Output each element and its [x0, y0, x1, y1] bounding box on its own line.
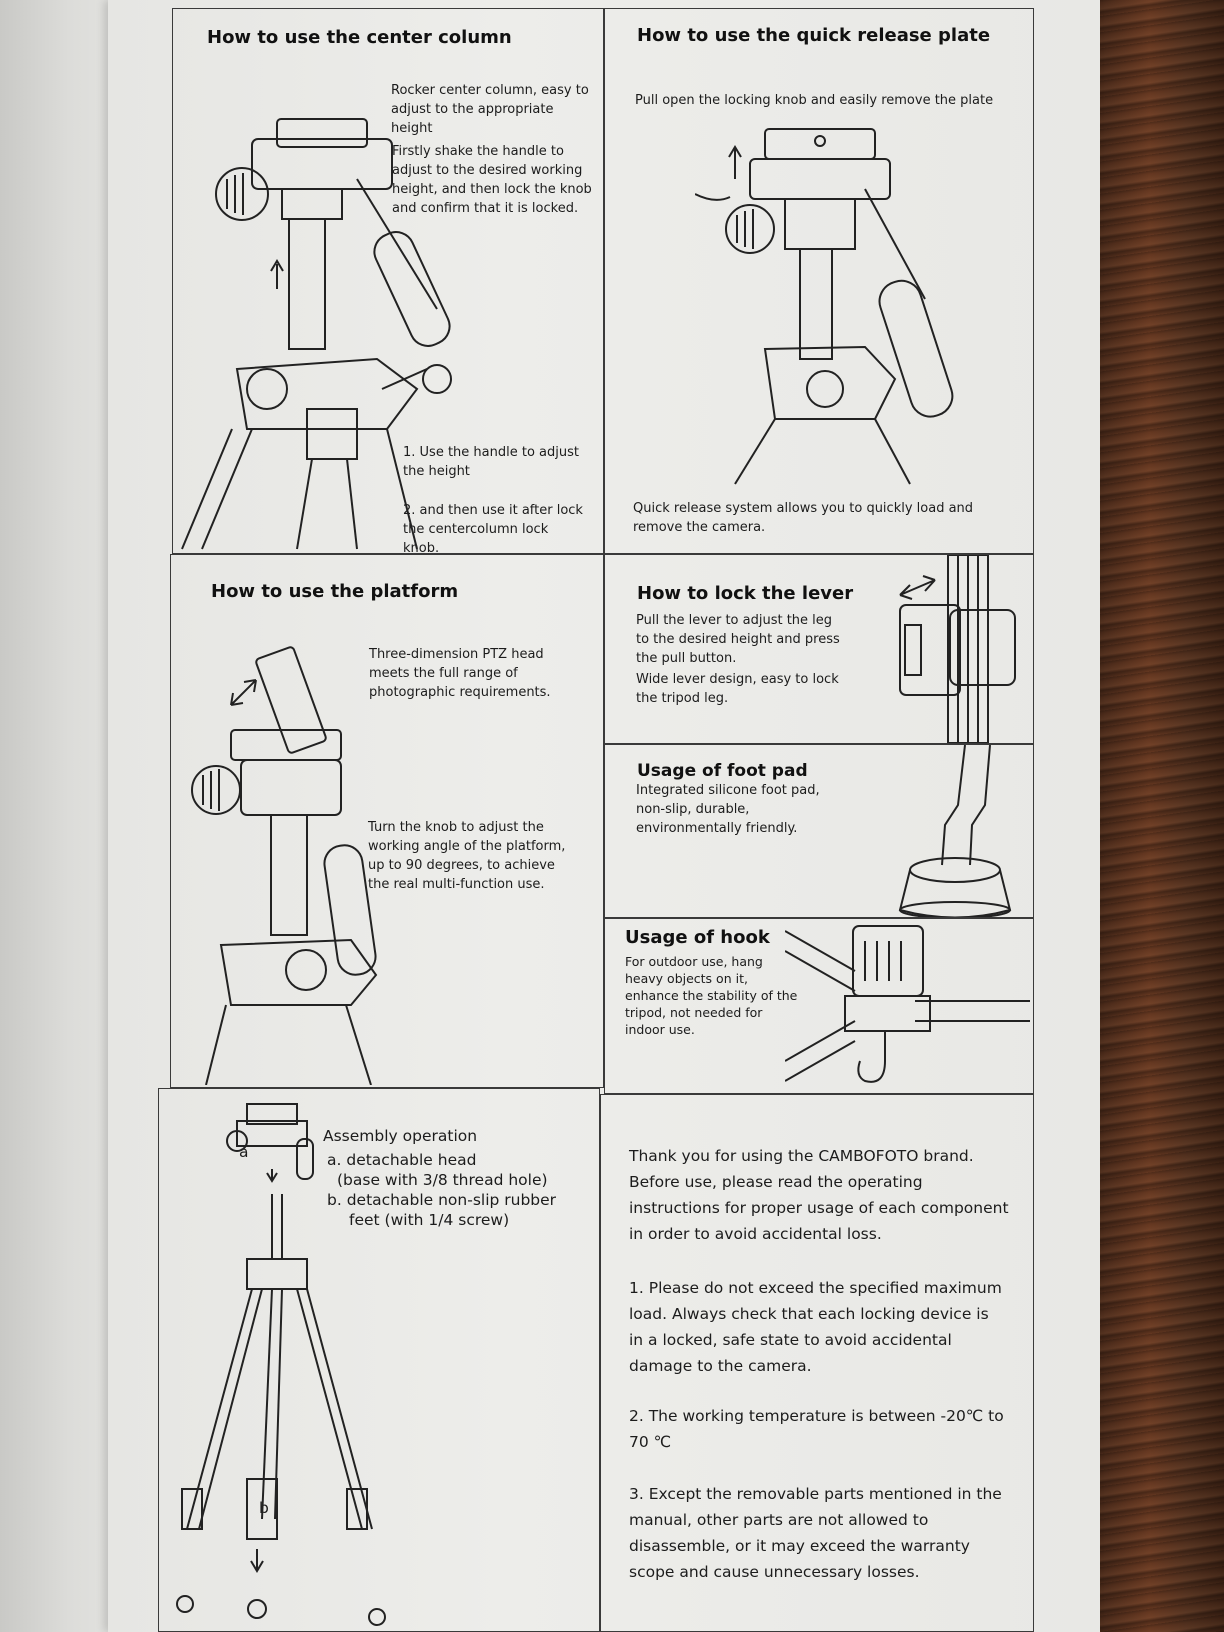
- lever-panel: How to lock the lever Pull the lever to …: [604, 554, 1034, 744]
- assembly-title: Assembly operation: [323, 1127, 478, 1145]
- tripod-hook-drawing: [785, 921, 1030, 1093]
- tripod-head-center-column-drawing: [177, 109, 477, 553]
- center-column-title: How to use the center column: [207, 27, 512, 48]
- assembly-item-a: a. detachable head: [327, 1151, 477, 1169]
- quick-release-desc1: Pull open the locking knob and easily re…: [635, 93, 994, 108]
- assembly-label-a: a: [239, 1143, 249, 1161]
- manual-sheet: How to use the center column Rocker cent…: [108, 0, 1100, 1632]
- center-column-desc1: Rocker center column, easy to adjust to …: [391, 83, 589, 136]
- center-column-desc2: Firstly shake the handle to adjust to th…: [392, 144, 592, 216]
- notes-item-1: 1. Please do not exceed the specified ma…: [629, 1279, 1002, 1375]
- quick-release-title: How to use the quick release plate: [637, 25, 991, 46]
- foot-pad-drawing: [890, 745, 1030, 917]
- lever-title: How to lock the lever: [637, 583, 854, 604]
- tripod-platform-drawing: [181, 645, 381, 1085]
- quick-release-panel: How to use the quick release plate Pull …: [604, 8, 1034, 554]
- lever-desc2: Wide lever design, easy to lock the trip…: [636, 672, 839, 706]
- assembly-panel: Assembly operation a. detachable head (b…: [158, 1088, 600, 1632]
- lever-desc1: Pull the lever to adjust the leg to the …: [636, 613, 840, 666]
- hook-desc: For outdoor use, hang heavy objects on i…: [625, 954, 798, 1037]
- assembly-item-a2: (base with 3/8 thread hole): [337, 1171, 548, 1189]
- hook-title: Usage of hook: [625, 927, 770, 948]
- center-column-panel: How to use the center column Rocker cent…: [172, 8, 604, 556]
- quick-release-plate-drawing: [695, 119, 985, 489]
- tripod-assembly-drawing: [167, 1099, 387, 1629]
- wood-table-background: [1100, 0, 1224, 1632]
- notes-panel: Thank you for using the CAMBOFOTO brand.…: [600, 1094, 1034, 1632]
- assembly-item-b2: feet (with 1/4 screw): [349, 1211, 510, 1229]
- foot-pad-desc: Integrated silicone foot pad, non-slip, …: [636, 783, 820, 836]
- platform-panel: How to use the platform Three-dimension …: [170, 554, 604, 1088]
- left-page-edge: [0, 0, 115, 1632]
- foot-pad-panel: Usage of foot pad Integrated silicone fo…: [604, 744, 1034, 918]
- quick-release-desc2: Quick release system allows you to quick…: [633, 501, 974, 535]
- assembly-item-b: b. detachable non-slip rubber: [327, 1191, 557, 1209]
- foot-pad-title: Usage of foot pad: [637, 761, 808, 781]
- notes-item-3: 3. Except the removable parts mentioned …: [629, 1485, 1002, 1581]
- platform-desc1: Three-dimension PTZ head meets the full …: [369, 647, 551, 700]
- platform-desc2: Turn the knob to adjust the working angl…: [368, 820, 566, 892]
- hook-panel: Usage of hook For outdoor use, hang heav…: [604, 918, 1034, 1094]
- notes-item-2: 2. The working temperature is between -2…: [629, 1407, 1004, 1451]
- notes-intro: Thank you for using the CAMBOFOTO brand.…: [629, 1147, 1009, 1243]
- leg-lever-lock-drawing: [890, 555, 1025, 743]
- center-column-step2: 2. and then use it after lock the center…: [403, 503, 583, 556]
- center-column-step1: 1. Use the handle to adjust the height: [403, 445, 579, 479]
- assembly-label-b: b: [259, 1499, 269, 1517]
- platform-title: How to use the platform: [211, 581, 459, 602]
